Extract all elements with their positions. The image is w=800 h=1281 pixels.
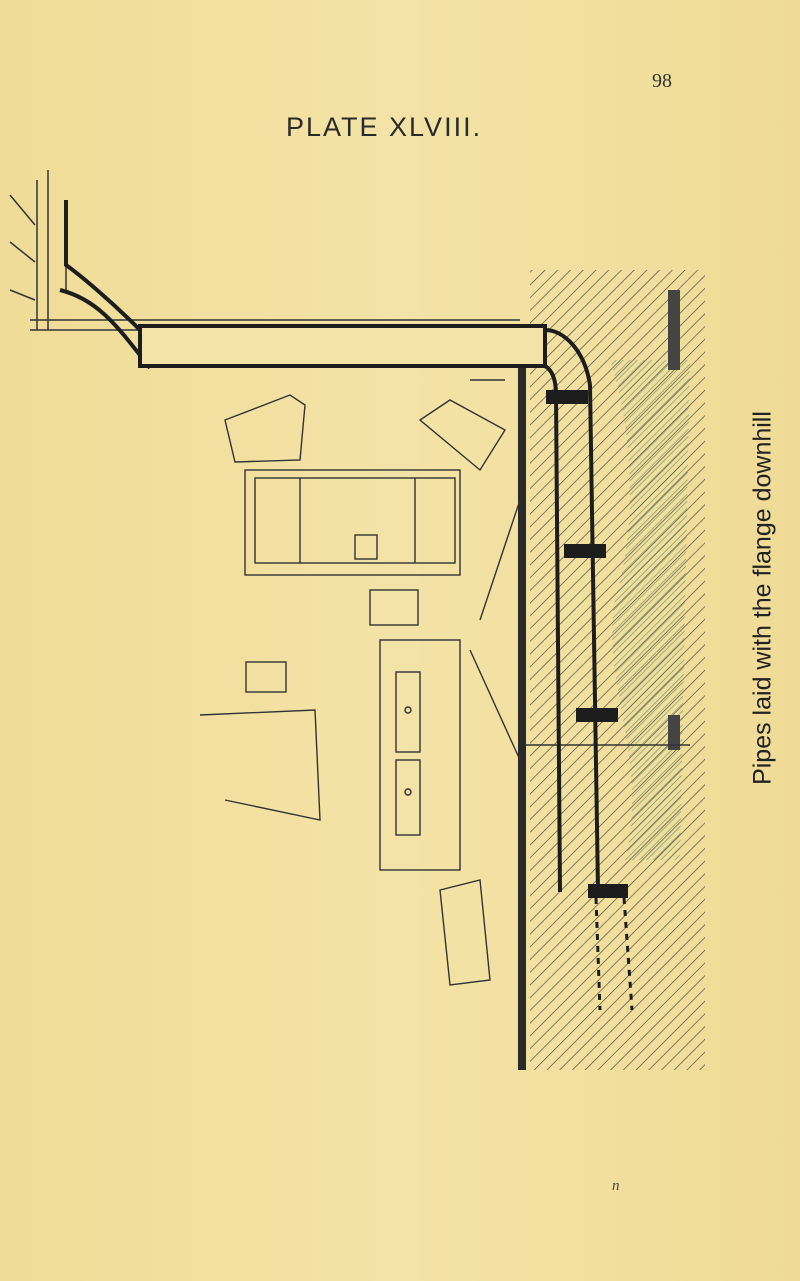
building-wall <box>9 170 520 331</box>
plate-caption: Pipes laid with the flange downhill <box>748 411 777 785</box>
plate-title: PLATE XLVIII. <box>286 112 483 142</box>
furniture-icon <box>199 379 521 986</box>
pipe-icon <box>59 200 628 898</box>
page-number: 98 <box>652 70 672 92</box>
signature-mark: n <box>612 1178 620 1194</box>
